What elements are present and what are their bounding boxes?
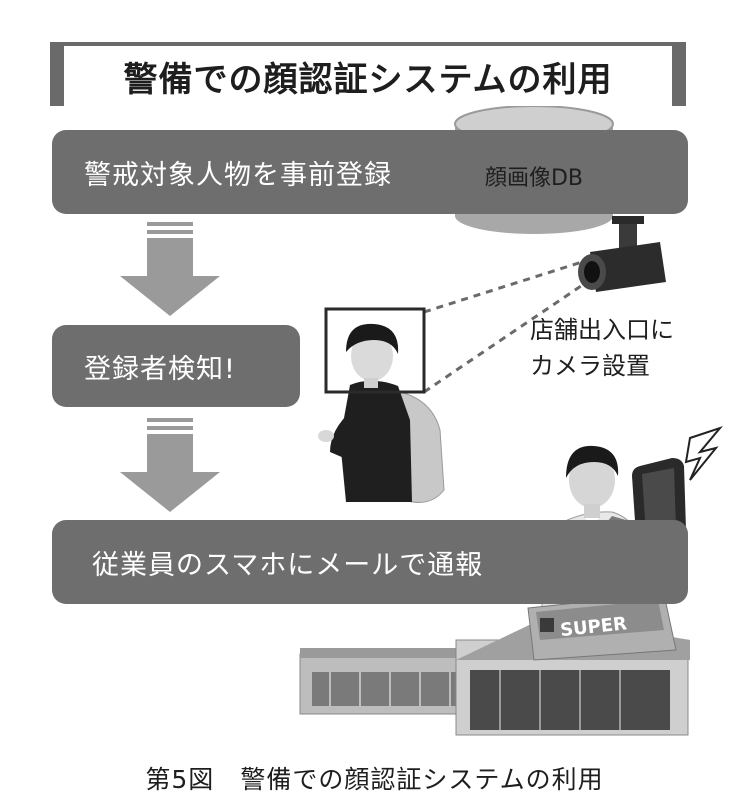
- camera-caption-line: カメラ設置: [530, 352, 650, 380]
- camera-caption: 店舗出入口に カメラ設置: [530, 312, 730, 384]
- title-frame: 警備での顔認証システムの利用: [50, 42, 686, 106]
- down-arrow-icon: [120, 222, 220, 316]
- database-label: 顔画像DB: [484, 166, 584, 191]
- down-arrow-icon: [120, 418, 220, 512]
- camera-view-line: [423, 260, 583, 314]
- signal-icon: [684, 425, 724, 481]
- diagram-title: 警備での顔認証システムの利用: [123, 59, 613, 100]
- step-notify: 従業員のスマホにメールで通報: [52, 520, 688, 604]
- step-label: 警戒対象人物を事前登録: [84, 159, 392, 191]
- step-register: 警戒対象人物を事前登録: [52, 130, 688, 214]
- figure-caption: 第5図警備での顔認証システムの利用: [0, 760, 749, 796]
- camera-caption-line: 店舗出入口に: [530, 316, 674, 344]
- person-illustration: [318, 323, 445, 503]
- step-detect: 登録者検知!: [52, 325, 300, 407]
- security-camera-icon: [578, 216, 666, 292]
- figure-number: 第5図: [145, 765, 215, 794]
- figure-caption-text: 警備での顔認証システムの利用: [240, 765, 604, 794]
- supermarket-building-illustration: [299, 593, 690, 736]
- face-detection-frame: [324, 307, 426, 394]
- camera-view-line: [423, 282, 585, 394]
- step-label: 登録者検知!: [84, 353, 236, 385]
- step-label: 従業員のスマホにメールで通報: [92, 549, 484, 581]
